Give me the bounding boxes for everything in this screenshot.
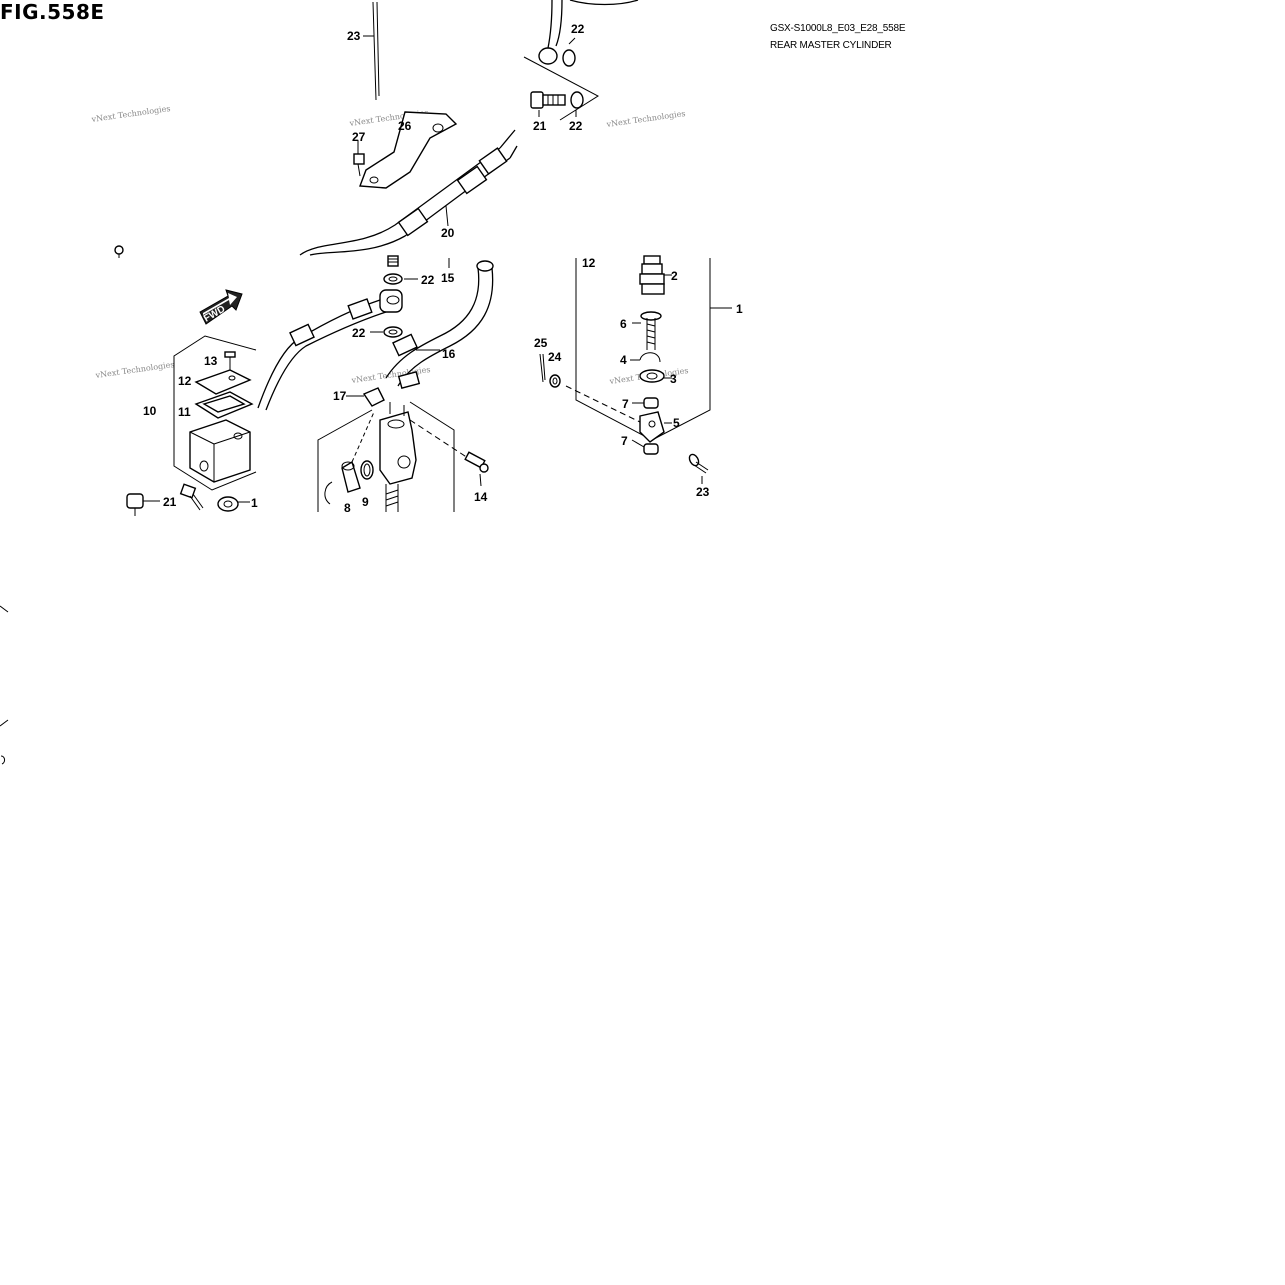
banjo-bolt-group-top: [523, 56, 599, 121]
part-20-hose: [299, 129, 518, 256]
callout: 17: [333, 389, 347, 403]
callout: 6: [620, 317, 627, 331]
master-cylinder-body: [317, 387, 489, 512]
top-hose: [538, 0, 639, 67]
washers-middle: [370, 273, 418, 338]
callout: 3: [670, 372, 677, 386]
callout: 10: [143, 404, 157, 418]
small-bolt-left: [114, 245, 124, 258]
callout: 21: [533, 119, 547, 133]
fig-title: FIG.558E: [0, 0, 105, 24]
callout: 25: [534, 336, 548, 350]
callout: 22: [569, 119, 583, 133]
callout: 27: [352, 130, 366, 144]
watermarks: vNext Technologies vNext Technologies vN…: [90, 104, 689, 386]
callout: 7: [622, 397, 629, 411]
reservoir-group: [173, 335, 257, 491]
callout: 22: [571, 22, 585, 36]
callout-numbers: 23 22 21 22 26 27 20 15 22 22 16 17 13 1…: [143, 22, 743, 515]
callout: 20: [441, 226, 455, 240]
callout: 15: [441, 271, 455, 285]
watermark: vNext Technologies: [90, 104, 171, 124]
callout: 21: [163, 495, 177, 509]
callout: 8: [344, 501, 351, 515]
callout: 5: [673, 416, 680, 430]
callout: 22: [352, 326, 366, 340]
callout: 9: [362, 495, 369, 509]
diagram-name: REAR MASTER CYLINDER: [770, 40, 892, 51]
pushrod-assembly: [539, 255, 732, 484]
callout: 11: [178, 405, 191, 419]
callout: 13: [204, 354, 218, 368]
bottom-fasteners: [126, 483, 250, 516]
part-17-hose: [257, 260, 494, 411]
fwd-label: FWD: [202, 304, 227, 325]
callout: 16: [442, 347, 456, 361]
callout: 12: [178, 374, 192, 388]
diagram-code: GSX-S1000L8_E03_E28_558E: [770, 23, 906, 34]
callout: 23: [347, 29, 361, 43]
callout: 1: [736, 302, 743, 316]
watermark: vNext Technologies: [94, 360, 175, 380]
callout: 4: [620, 353, 627, 367]
callout: 26: [398, 119, 412, 133]
callout: 24: [548, 350, 562, 364]
callout: 1: [251, 496, 258, 510]
callout: 14: [474, 490, 488, 504]
watermark: vNext Technologies: [605, 109, 686, 129]
callout: 23: [696, 485, 710, 499]
part-16-fitting: [387, 255, 450, 268]
callout: 22: [421, 273, 435, 287]
callout: 2: [671, 269, 678, 283]
callout: 7: [621, 434, 628, 448]
callout: 12: [582, 256, 596, 270]
edge-fragments: [0, 605, 9, 765]
fwd-arrow: FWD: [199, 289, 243, 325]
part-26-bracket: [353, 111, 458, 189]
part-28-rod: [363, 1, 380, 101]
